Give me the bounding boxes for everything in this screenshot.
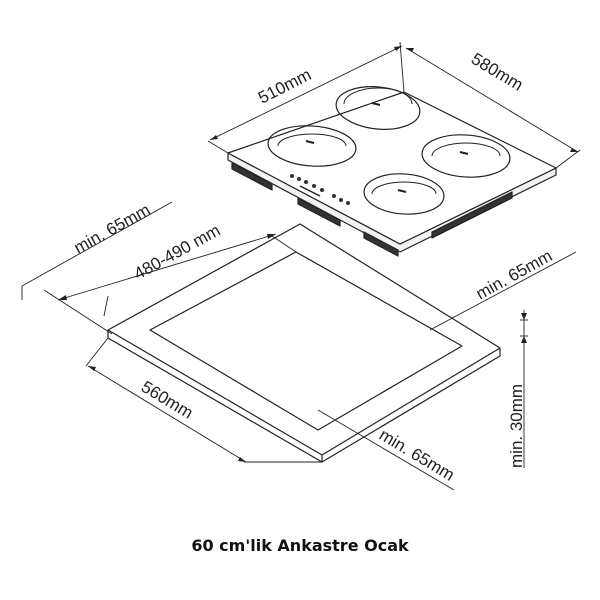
front-vent-left [231,162,273,191]
cooking-zone-front-inner [371,181,437,195]
dimension-lines [21,41,581,491]
cooking-zone-back [335,86,421,130]
cooking-zone-right [421,134,511,178]
cooking-zone-right-inner [431,142,501,157]
dim-clearance-front: min. 65mm [376,425,458,485]
front-vent-mid [297,197,341,227]
side-vent [431,191,513,239]
cooking-zone-back-inner [343,87,413,105]
dim-clearance-left: min. 65mm [71,200,154,257]
dim-clearance-right: min. 65mm [473,246,556,303]
hob-glass-top [227,91,557,245]
diagram-caption: 60 cm'lik Ankastre Ocak [191,536,409,555]
touch-control-panel [290,174,350,205]
cooking-zone-left-inner [277,133,347,147]
dim-hob-width: 510mm [255,65,314,108]
cooking-zone-left [267,125,357,167]
hob-illustration [227,86,557,257]
frame-inner [149,251,463,431]
front-vent-right [363,231,399,257]
dimension-arrows [58,46,578,462]
dim-hob-depth: 580mm [468,49,526,94]
cooking-zone-front [363,173,445,215]
dim-counter-thickness: min. 30mm [507,384,526,468]
